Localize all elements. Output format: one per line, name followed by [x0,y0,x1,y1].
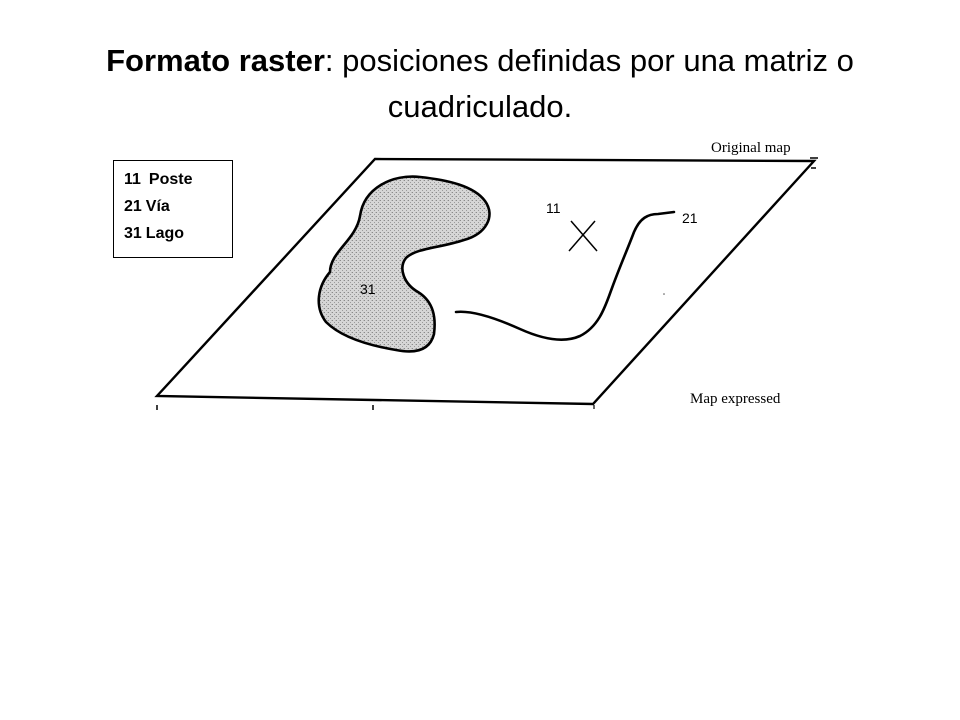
legend-item-pole: 11 Poste [124,166,232,193]
road-line [454,210,676,342]
lake-shape [317,175,491,353]
original-map-label: Original map [711,140,791,156]
legend-code: 21 [124,198,142,215]
legend-code: 11 [124,171,141,188]
road-label: 21 [682,210,698,226]
map-sheet [154,157,817,406]
speck [663,293,665,295]
slide-title-rest: : posiciones definidas por una matriz o … [324,43,854,124]
pole-label: 11 [546,200,561,216]
slide-title: Formato raster: posiciones definidas por… [60,38,900,130]
slide-title-bold: Formato raster [106,43,325,78]
map-expressed-label: Map expressed [690,391,781,407]
lake-label: 31 [360,281,376,297]
legend-name: Lago [145,225,185,242]
pole-marker-icon [568,220,598,252]
legend-name: Vía [145,198,170,215]
legend-name: Poste [148,171,193,188]
legend-code: 31 [124,225,142,242]
